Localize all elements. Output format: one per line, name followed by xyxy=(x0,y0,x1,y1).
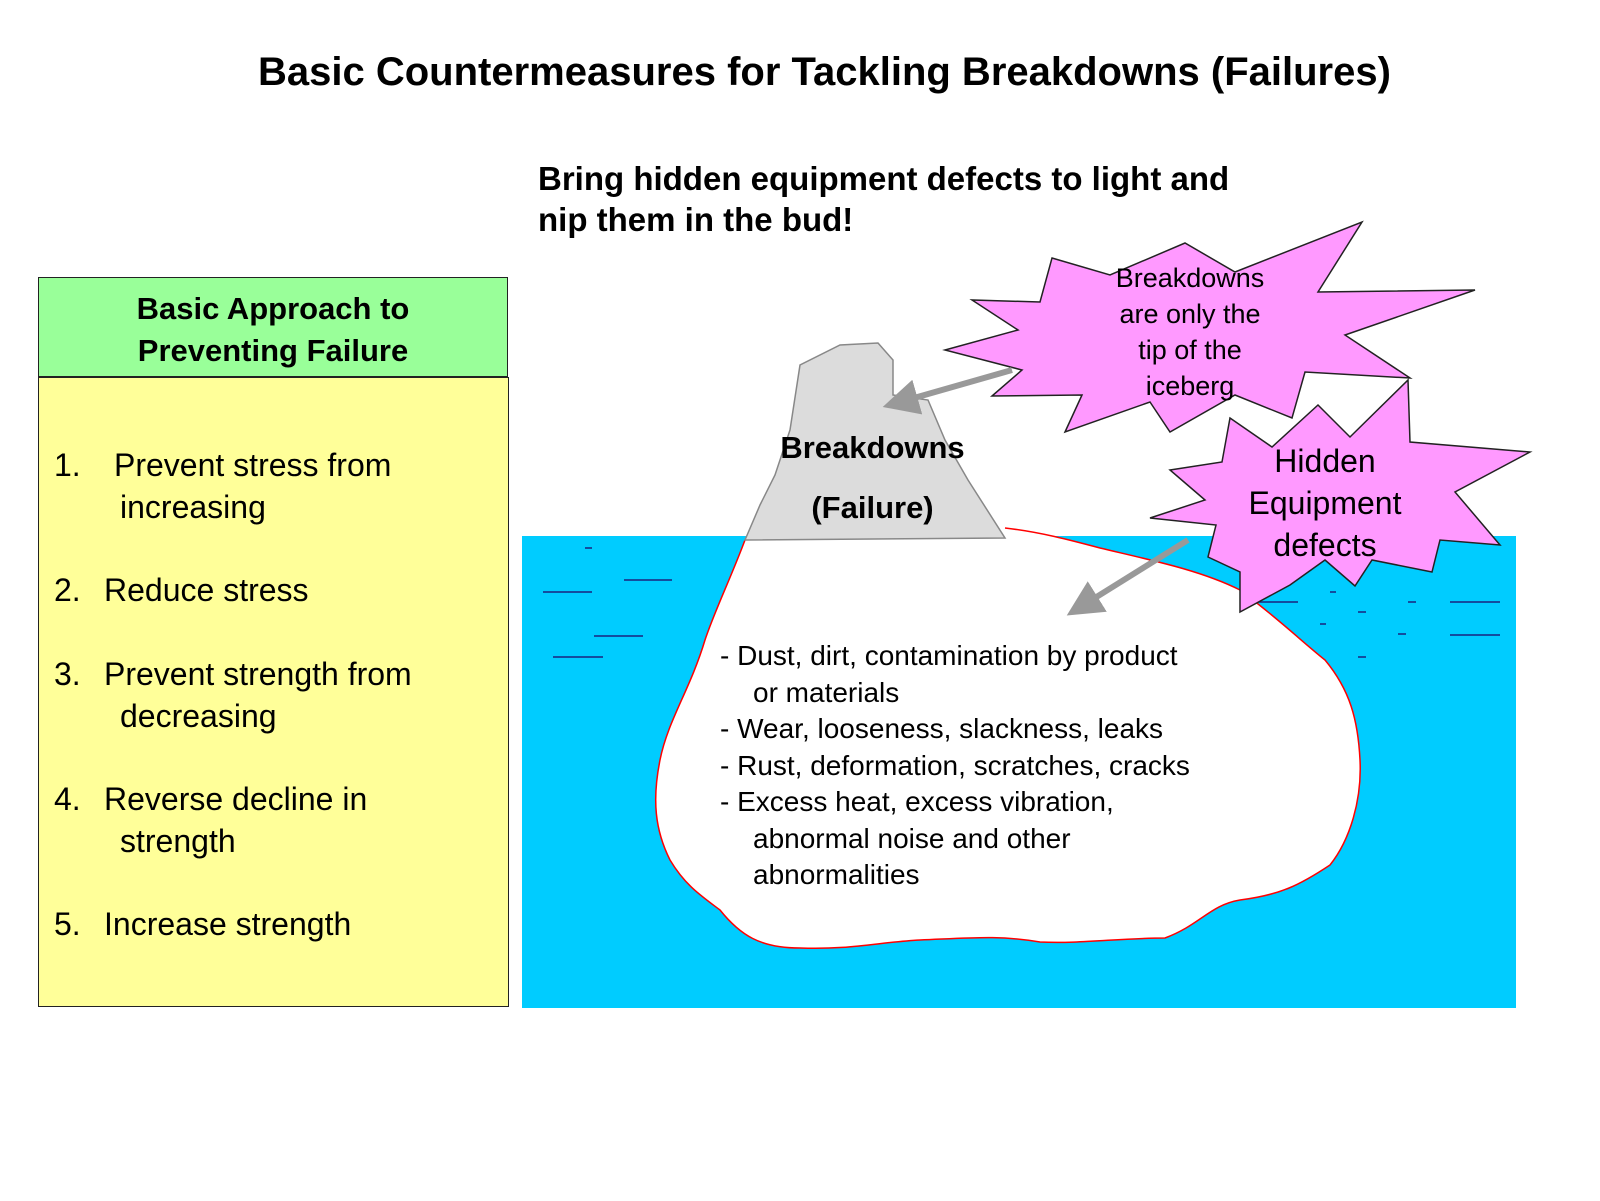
item-text: Prevent strength from xyxy=(104,656,412,692)
callout-hidden-text: Hidden Equipment defects xyxy=(1225,440,1425,566)
iceberg-underwater xyxy=(654,527,1361,950)
defect-item: - Rust, deformation, scratches, cracks xyxy=(720,749,1190,781)
defect-item-cont: abnormalities xyxy=(753,859,920,890)
label-line: (Failure) xyxy=(811,490,934,525)
callout-line: are only the xyxy=(1119,299,1261,329)
callout-burst-tip xyxy=(942,220,1476,434)
item-text: decreasing xyxy=(120,698,277,734)
item-text: strength xyxy=(120,823,236,859)
callout-line: defects xyxy=(1273,527,1377,563)
item-text: increasing xyxy=(120,489,266,525)
item-number: 4. xyxy=(54,781,81,817)
item-number: 1. xyxy=(54,447,81,483)
arrow-to-tip xyxy=(882,367,1013,415)
heading-line: Preventing Failure xyxy=(137,333,409,368)
approach-item: 4. Reverse decline in strength xyxy=(54,778,367,862)
callout-line: iceberg xyxy=(1145,371,1235,401)
heading-line: Basic Approach to xyxy=(136,291,410,326)
page-title: Basic Countermeasures for Tackling Break… xyxy=(258,50,1391,94)
item-text: Prevent stress from xyxy=(114,447,392,483)
iceberg-tip-label: Breakdowns (Failure) xyxy=(760,418,985,538)
approach-box-heading: Basic Approach to Preventing Failure xyxy=(38,277,508,377)
iceberg-tip xyxy=(743,342,1007,541)
subtitle-line: nip them in the bud! xyxy=(538,201,854,238)
approach-box-body xyxy=(38,377,509,1007)
callout-line: tip of the xyxy=(1138,335,1242,365)
callout-burst-hidden xyxy=(1149,378,1533,614)
item-text: Reverse decline in xyxy=(104,781,368,817)
defect-item: - Dust, dirt, contamination by product xyxy=(720,640,1178,671)
approach-item: 2. Reduce stress xyxy=(54,569,309,611)
label-line: Breakdowns xyxy=(780,430,965,465)
approach-item: 3. Prevent strength from decreasing xyxy=(54,653,412,737)
defect-item-cont: abnormal noise and other xyxy=(753,822,1071,854)
subtitle-line: Bring hidden equipment defects to light … xyxy=(538,160,1230,197)
item-number: 5. xyxy=(54,906,81,942)
callout-line: Hidden xyxy=(1274,443,1376,479)
item-text: Reduce stress xyxy=(104,572,309,608)
item-text: Increase strength xyxy=(104,906,352,942)
arrow-to-hidden xyxy=(1066,537,1190,616)
callout-line: Equipment xyxy=(1248,485,1402,521)
callout-tip-text: Breakdowns are only the tip of the icebe… xyxy=(1090,260,1290,404)
approach-item: 5. Increase strength xyxy=(54,903,351,945)
callout-line: Breakdowns xyxy=(1115,263,1265,293)
approach-item: 1. Prevent stress from increasing xyxy=(54,444,391,528)
item-number: 2. xyxy=(54,572,81,608)
item-number: 3. xyxy=(54,656,81,692)
hidden-defects-list: - Dust, dirt, contamination by product o… xyxy=(720,638,1190,894)
defect-item: - Wear, looseness, slackness, leaks xyxy=(720,713,1164,744)
defect-item: - Excess heat, excess vibration, xyxy=(720,786,1114,817)
defect-item-cont: or materials xyxy=(753,676,900,708)
subtitle: Bring hidden equipment defects to light … xyxy=(538,158,1298,240)
